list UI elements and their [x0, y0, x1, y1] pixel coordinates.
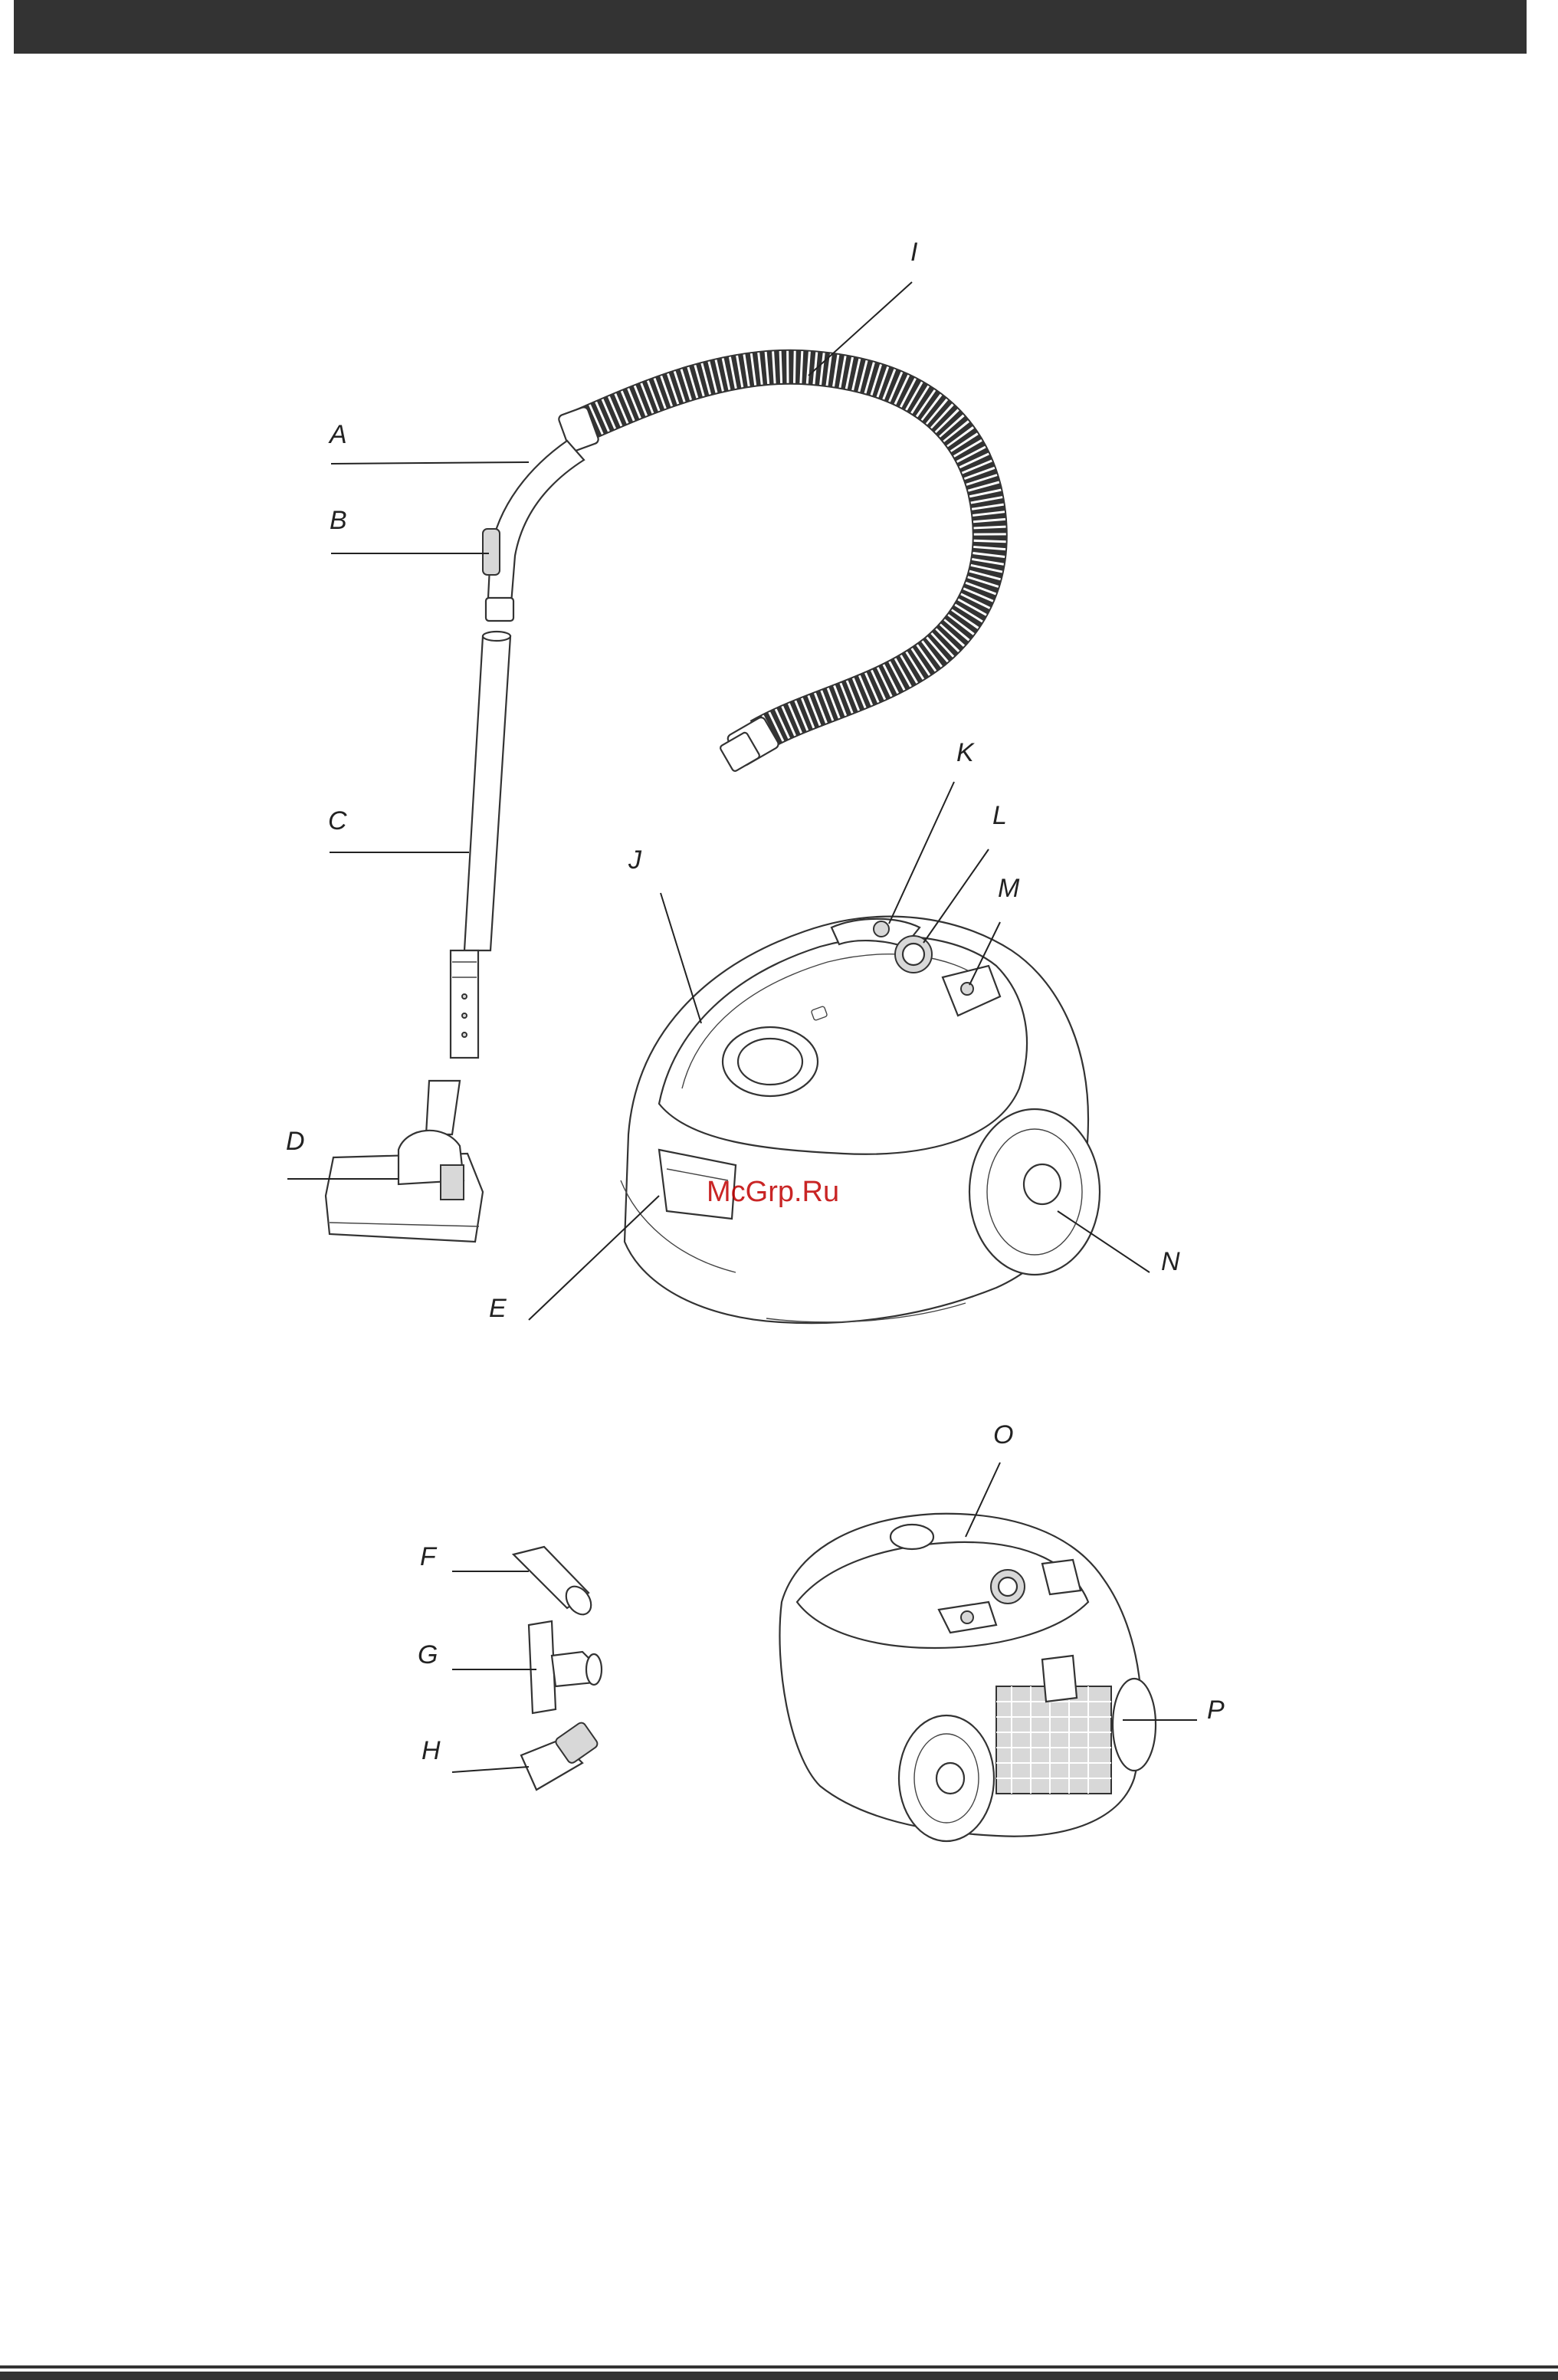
- label-c: C: [328, 806, 347, 835]
- label-l: L: [992, 801, 1007, 830]
- label-d: D: [286, 1127, 305, 1156]
- label-e: E: [489, 1294, 507, 1323]
- label-j: J: [628, 845, 642, 875]
- label-k: K: [956, 738, 975, 767]
- label-p: P: [1207, 1696, 1225, 1725]
- label-i: I: [910, 238, 918, 267]
- label-m: M: [998, 874, 1020, 903]
- label-b: B: [330, 506, 347, 535]
- angled-adapter-drawing: [521, 1721, 599, 1790]
- vacuum-body-drawing: [621, 917, 1100, 1324]
- label-a: A: [328, 420, 347, 449]
- label-o: O: [993, 1420, 1013, 1449]
- label-h: H: [421, 1736, 441, 1765]
- vacuum-rear-drawing: [779, 1514, 1156, 1841]
- label-f: F: [420, 1542, 438, 1571]
- hose-drawing: [558, 367, 990, 773]
- bottom-footer-bar: [0, 2365, 1558, 2380]
- handle-drawing: [483, 441, 584, 621]
- crevice-nozzle-drawing: [513, 1547, 596, 1619]
- upholstery-nozzle-drawing: [529, 1621, 602, 1713]
- label-n: N: [1161, 1247, 1180, 1276]
- floor-nozzle-drawing: [326, 1081, 483, 1242]
- tube-drawing: [451, 632, 510, 1058]
- watermark-text: McGrp.Ru: [707, 1176, 839, 1208]
- label-g: G: [418, 1640, 438, 1669]
